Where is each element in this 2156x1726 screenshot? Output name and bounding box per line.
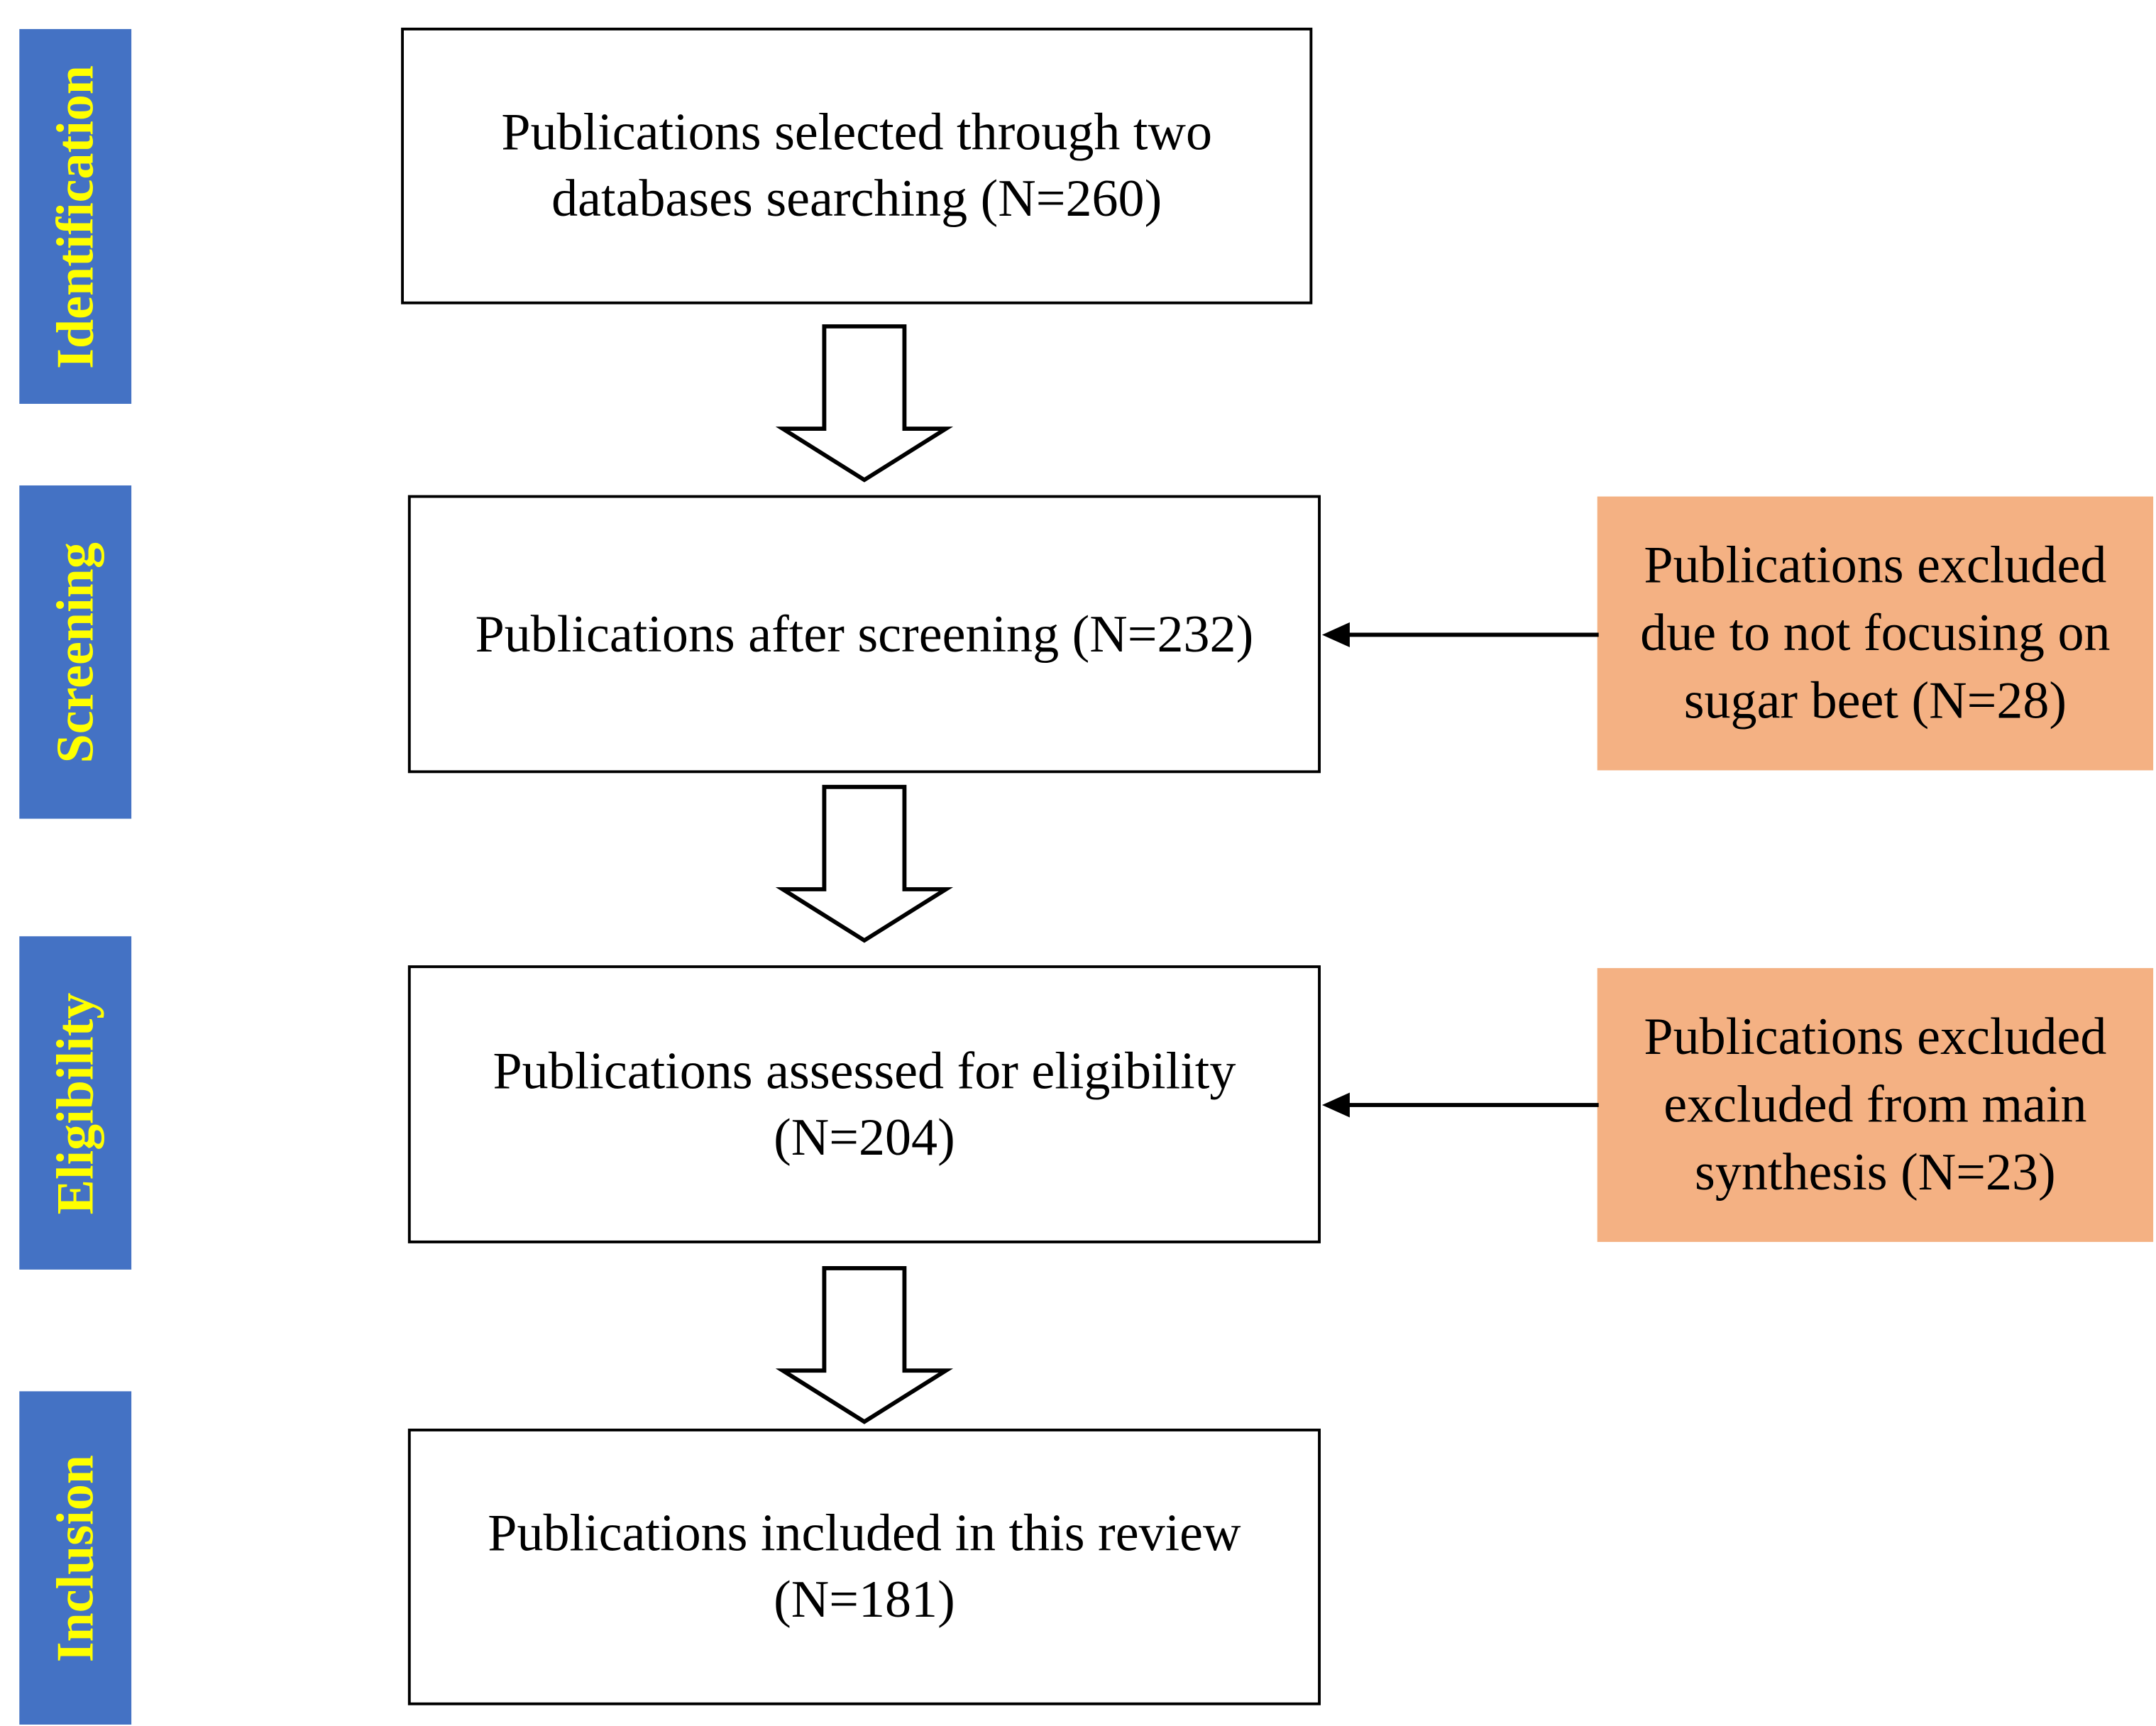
box-line: Publications selected through two [501,104,1212,162]
box-line: due to not focusing on [1640,603,2111,662]
exclusion-box-screening: Publications excluded due to not focusin… [1597,496,2154,771]
box-line: synthesis (N=23) [1695,1143,2056,1202]
eligibility-box: Publications assessed for eligibility (N… [407,965,1321,1243]
inclusion-box: Publications included in this review (N=… [407,1428,1321,1705]
down-arrow-2 [775,784,954,943]
screening-box: Publications after screening (N=232) [407,495,1321,774]
box-line: sugar beet (N=28) [1683,671,2067,730]
box-line: (N=204) [774,1108,955,1167]
exclusion-box-eligibility: Publications excluded excluded from main… [1597,968,2154,1242]
box-line: excluded from main [1663,1075,2087,1133]
identification-box: Publications selected through two databa… [401,27,1313,304]
left-arrow-2-head [1321,1092,1350,1118]
box-line: (N=181) [774,1571,955,1629]
stage-eligibility: Eligibility [19,936,132,1270]
box-line: Publications excluded [1644,536,2107,594]
down-arrow-3 [775,1266,954,1424]
stage-identification: Identification [19,28,132,405]
box-line: Publications excluded [1644,1007,2107,1066]
stage-inclusion: Inclusion [19,1391,132,1725]
box-line: Publications assessed for eligibility [493,1042,1236,1101]
down-arrow-1 [775,324,954,483]
box-line: Publications after screening (N=232) [475,605,1254,664]
left-arrow-1-head [1321,622,1350,647]
box-line: databases searching (N=260) [551,170,1162,229]
box-line: Publications included in this review [488,1505,1241,1563]
stage-screening: Screening [19,485,132,819]
